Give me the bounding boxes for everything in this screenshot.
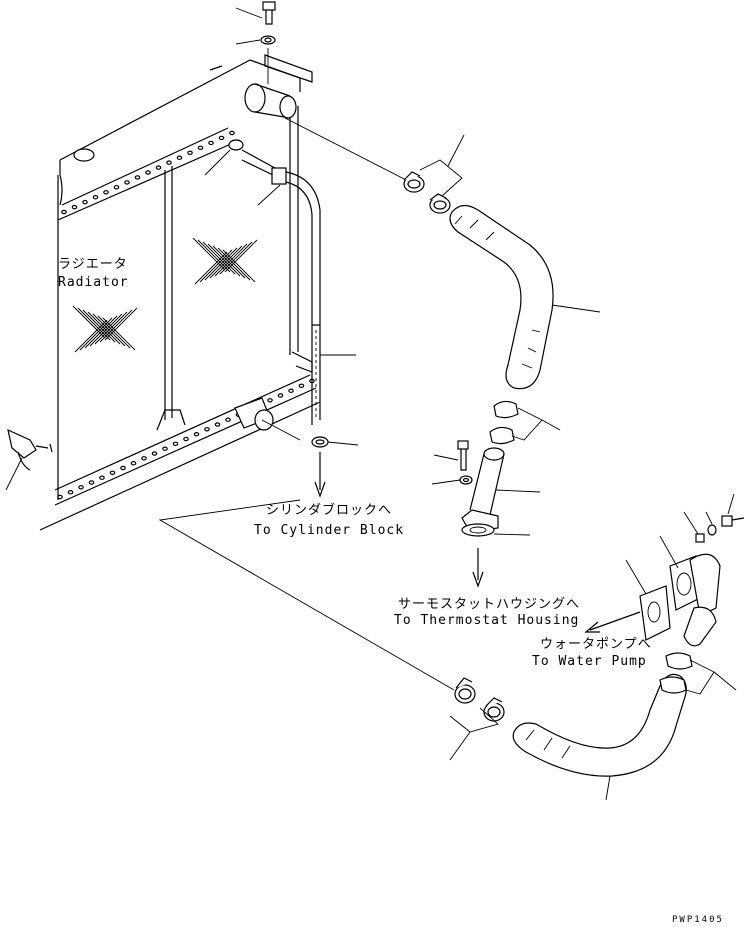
gasket-icon xyxy=(639,585,671,641)
hose-end-clamps-upper xyxy=(489,400,561,445)
drain-cock-icon xyxy=(7,428,37,459)
rivet-icon xyxy=(113,185,120,190)
rivet-icon xyxy=(229,130,235,136)
rivet-icon xyxy=(99,475,105,480)
water-pump-label-jp: ウォータポンプへ xyxy=(540,637,652,652)
rivet-icon xyxy=(141,456,147,461)
rivet-icon xyxy=(214,422,221,427)
radiator xyxy=(5,54,321,531)
cylinder-block-label-en: To Cylinder Block xyxy=(254,523,404,538)
rivet-icon xyxy=(92,194,99,200)
rivet-icon xyxy=(109,470,116,475)
tube-end-clamp xyxy=(311,436,359,498)
rivet-icon xyxy=(71,204,78,210)
rivet-icon xyxy=(145,170,151,175)
rivet-icon xyxy=(204,427,210,432)
rivet-icon xyxy=(130,461,137,466)
upper-hose-clamps xyxy=(403,134,465,214)
rivet-icon xyxy=(208,140,214,146)
rivet-icon xyxy=(277,393,284,398)
rivet-icon xyxy=(67,490,74,495)
thermostat-label-jp: サーモスタットハウジングへ xyxy=(398,597,580,612)
drawing-code: PWP1405 xyxy=(672,915,724,925)
rivet-icon xyxy=(225,417,231,422)
thermostat-connector xyxy=(431,440,541,588)
radiator-cap-icon xyxy=(73,148,95,162)
core-mesh-icon xyxy=(192,237,258,285)
top-rivet-rail xyxy=(61,130,235,215)
clip-icon xyxy=(228,139,244,151)
rivet-icon xyxy=(183,436,189,442)
rivet-icon xyxy=(197,145,204,150)
rivet-icon xyxy=(176,155,183,160)
rivet-icon xyxy=(120,465,126,471)
radiator-label-jp: ラジエータ xyxy=(58,257,128,272)
rivet-icon xyxy=(187,150,193,155)
mesh-lines xyxy=(192,237,258,285)
rivet-icon xyxy=(172,441,179,446)
water-pump-label-en: To Water Pump xyxy=(532,654,647,669)
washer-top xyxy=(235,35,276,45)
rivet-icon xyxy=(193,432,200,437)
rivet-icon xyxy=(218,135,225,141)
rivet-icon xyxy=(88,480,95,485)
rivet-icon xyxy=(103,190,109,195)
lower-hose-clamps xyxy=(449,677,505,761)
hose-end-clamps-lower xyxy=(659,652,737,695)
rivet-icon xyxy=(78,485,84,490)
water-pump-elbow xyxy=(584,493,745,647)
cylinder-block-label-jp: シリンダブロックへ xyxy=(266,502,392,518)
core-mesh-icon xyxy=(72,305,138,353)
rivet-icon xyxy=(267,398,273,403)
rivet-icon xyxy=(124,180,130,185)
overflow-tube xyxy=(204,139,356,425)
rivet-icon xyxy=(151,451,158,456)
bolt-top xyxy=(235,1,276,25)
bottom-rivet-rail xyxy=(57,378,315,500)
rivet-icon xyxy=(298,383,305,388)
tube-clamp-icon xyxy=(271,167,287,185)
rivet-icon xyxy=(288,388,294,393)
rivet-icon xyxy=(134,175,141,180)
rivet-icon xyxy=(155,165,162,170)
lower-hose xyxy=(512,673,687,801)
upper-hose xyxy=(449,204,601,390)
thermostat-label-en: To Thermostat Housing xyxy=(394,613,579,628)
mesh-lines xyxy=(72,305,138,353)
rivet-icon xyxy=(61,209,67,215)
rivet-icon xyxy=(166,160,172,165)
rivet-icon xyxy=(162,446,168,451)
rivet-icon xyxy=(82,199,88,205)
upper-outlet-icon xyxy=(244,83,266,113)
radiator-label-en: Radiator xyxy=(58,275,129,290)
